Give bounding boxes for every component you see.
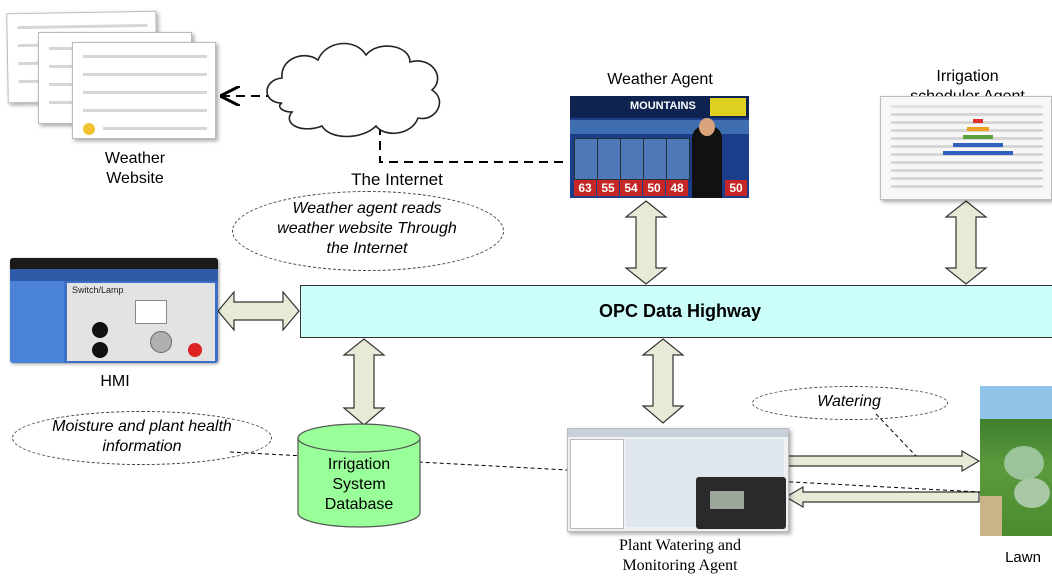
high-temp: 50 <box>643 180 665 196</box>
database-label: Irrigation System Database <box>324 456 394 513</box>
scheduler-agent-screen <box>880 96 1052 200</box>
high-temp: 63 <box>574 180 596 196</box>
arrow-plant-to-lawn <box>785 449 981 473</box>
schedule-marker <box>963 135 993 139</box>
watering-pointer <box>875 413 917 457</box>
plant-agent-label: Plant Watering and Monitoring Agent <box>619 537 741 574</box>
schedule-marker <box>943 151 1013 155</box>
presenter-head <box>699 118 715 136</box>
arrow-weather-highway <box>624 200 668 285</box>
high-temp: 50 <box>725 180 747 196</box>
presenter-figure <box>692 126 722 198</box>
plc-display <box>710 491 744 509</box>
hmi-label: HMI <box>100 373 130 390</box>
forecast-cell <box>620 138 644 180</box>
schedule-marker <box>967 127 989 131</box>
lawn-path <box>980 496 1002 536</box>
high-temp: 55 <box>597 180 619 196</box>
hmi-knob-icon <box>150 331 172 353</box>
forecast-cell <box>597 138 621 180</box>
weather-agent-screen: MOUNTAINS 63 55 54 50 48 50 36 34 31 29 … <box>570 96 749 198</box>
high-temp: 54 <box>620 180 642 196</box>
low-temp: 27 <box>666 197 688 198</box>
plant-agent-screen <box>567 428 789 532</box>
internet-label: The Internet <box>351 170 443 189</box>
weather-badge <box>710 98 746 116</box>
arrow-hmi-highway <box>217 290 300 332</box>
hmi-side-panel <box>10 281 64 363</box>
bubble-moisture <box>12 411 272 465</box>
arrow-scheduler-highway <box>944 200 988 285</box>
arrow-highway-database <box>342 338 386 426</box>
hmi-dial-icon <box>92 342 108 358</box>
low-temp: 34 <box>597 197 619 198</box>
hmi-screen: Switch/Lamp <box>10 258 218 363</box>
hmi-dial-icon <box>92 322 108 338</box>
bubble-moisture-text: Moisture and plant health information <box>52 418 232 455</box>
arrow-highway-plant <box>641 338 685 424</box>
weather-agent-header <box>570 96 749 118</box>
sun-icon <box>83 123 95 135</box>
bubble-watering-text: Watering <box>817 393 881 410</box>
opc-data-highway: OPC Data Highway <box>300 285 1052 338</box>
forecast-cell <box>574 138 598 180</box>
arrow-lawn-to-plant <box>784 485 980 509</box>
bubble-watering <box>752 386 948 420</box>
forecast-cell <box>643 138 667 180</box>
cloud-shape <box>266 42 441 138</box>
weather-website-page-front <box>72 42 216 139</box>
schedule-marker <box>953 143 1003 147</box>
high-temp: 48 <box>666 180 688 196</box>
hmi-status-bar <box>10 258 218 269</box>
weather-day-strip <box>570 120 749 134</box>
low-temp: 29 <box>643 197 665 198</box>
forecast-cell <box>666 138 690 180</box>
low-temp: 31 <box>620 197 642 198</box>
moisture-pointer <box>229 451 981 493</box>
hmi-red-button-icon <box>188 343 202 357</box>
weather-agent-screen-title: MOUNTAINS <box>630 100 696 112</box>
weather-website-label: Weather Website <box>104 150 166 187</box>
lawn-photo <box>980 386 1052 536</box>
hmi-panel-title: Switch/Lamp <box>72 285 124 295</box>
hmi-display-box <box>135 300 167 324</box>
plant-agent-menu-bar <box>568 429 788 437</box>
bubble-weather-agent <box>232 191 504 271</box>
low-temp: 36 <box>574 197 596 198</box>
shrub-icon <box>1014 478 1050 508</box>
schedule-marker <box>973 119 983 123</box>
plant-agent-tree-panel <box>570 439 624 529</box>
shrub-icon <box>1004 446 1044 480</box>
weather-agent-label: Weather Agent <box>607 71 713 88</box>
bubble-weather-agent-text: Weather agent reads weather website Thro… <box>277 200 457 257</box>
hmi-toolbar <box>10 269 218 281</box>
database-cylinder <box>297 423 421 528</box>
opc-data-highway-label: OPC Data Highway <box>598 301 762 321</box>
lawn-label: Lawn <box>1005 549 1041 566</box>
